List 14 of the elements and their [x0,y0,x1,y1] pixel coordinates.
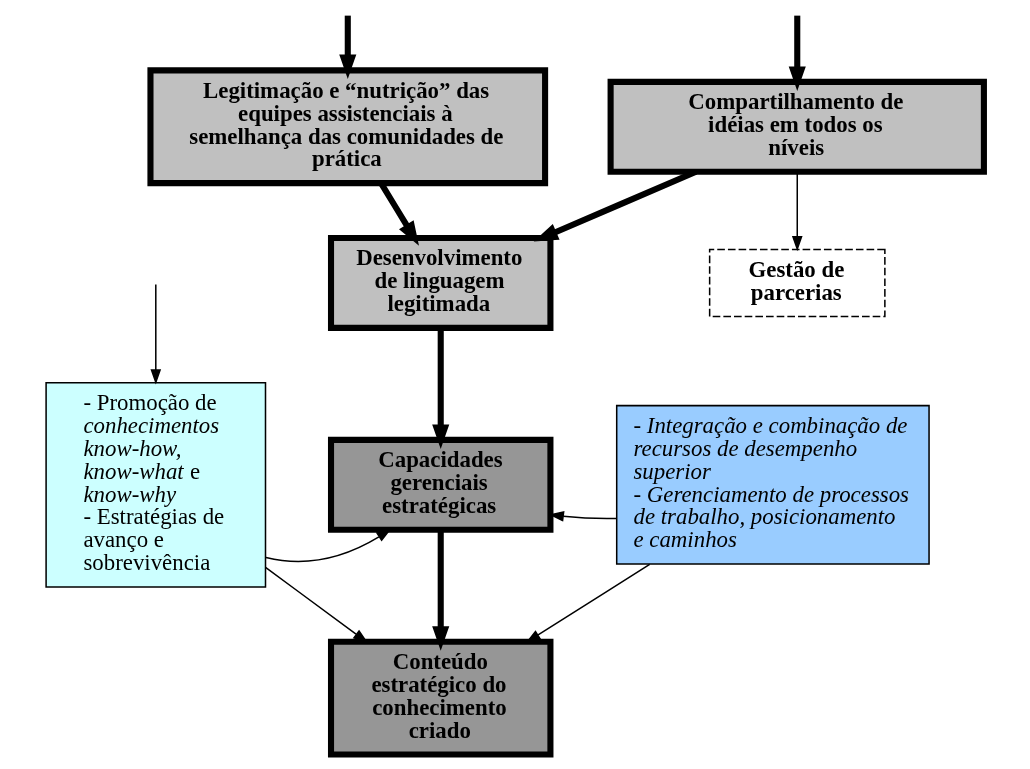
arrow [339,15,357,80]
node-box: Compartilhamento de idéias em todos os níveis [607,78,987,175]
node-box: Capacidades gerenciais estratégicas [327,436,554,533]
node-box: Conteúdo estratégico do conhecimento criado [327,638,554,758]
arrow [432,328,450,449]
arrow [791,171,803,252]
node-box: Legitimação e “nutrição” das equipes assistenciais à semelhança das comunidades de prática [147,67,549,187]
node-box: - Promoção de conhecimentos know-how, know-what e know-why - Estratégias de avanço e sobrevivência [45,382,267,588]
arrow [432,529,450,651]
arrow [788,15,806,91]
node-box: Desenvolvimento de linguagem legitimada [327,234,554,331]
node-box: Gestão de parcerias [708,248,886,318]
node-box: - Integração e combinação de recursos de desempenho superior - Gerenciamento de processos de trabalho, posicionamento e caminhos [615,404,930,565]
arrow [150,283,162,385]
